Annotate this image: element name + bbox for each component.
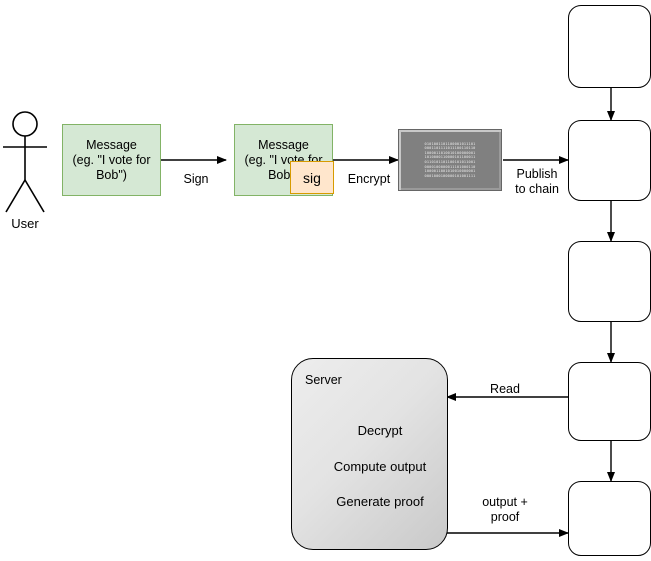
message-plain-box[interactable]: Message (eg. "I vote for Bob") xyxy=(62,124,161,196)
user-stick-figure xyxy=(3,111,47,213)
server-step-decrypt: Decrypt xyxy=(357,423,403,438)
user-label: User xyxy=(11,216,39,231)
server-step-generate-proof: Generate proof xyxy=(336,494,424,509)
read-arrow-head xyxy=(446,393,456,401)
chain-block-5[interactable] xyxy=(568,481,651,556)
sign-edge-label: Sign xyxy=(183,172,209,186)
server-title: Server xyxy=(305,373,342,387)
server-container[interactable] xyxy=(291,358,448,550)
chain-block-2[interactable] xyxy=(568,120,651,201)
chain-block-3[interactable] xyxy=(568,241,651,322)
ciphertext-bits: 0101001101100001011101 00011011110111001… xyxy=(424,141,476,178)
chain-block-1[interactable] xyxy=(568,5,651,88)
ciphertext-block[interactable]: 0101001101100001011101 00011011110111001… xyxy=(398,129,502,191)
publish-edge-label: Publish to chain xyxy=(515,167,559,196)
server-step-compute-output: Compute output xyxy=(333,459,427,474)
output-proof-edge-label: output + proof xyxy=(482,495,528,524)
chain-block-4[interactable] xyxy=(568,362,651,441)
read-edge-label: Read xyxy=(490,382,520,396)
message-plain-text: Message (eg. "I vote for Bob") xyxy=(72,137,151,182)
encrypt-edge-label: Encrypt xyxy=(347,172,391,186)
signature-box[interactable]: sig xyxy=(290,161,334,194)
